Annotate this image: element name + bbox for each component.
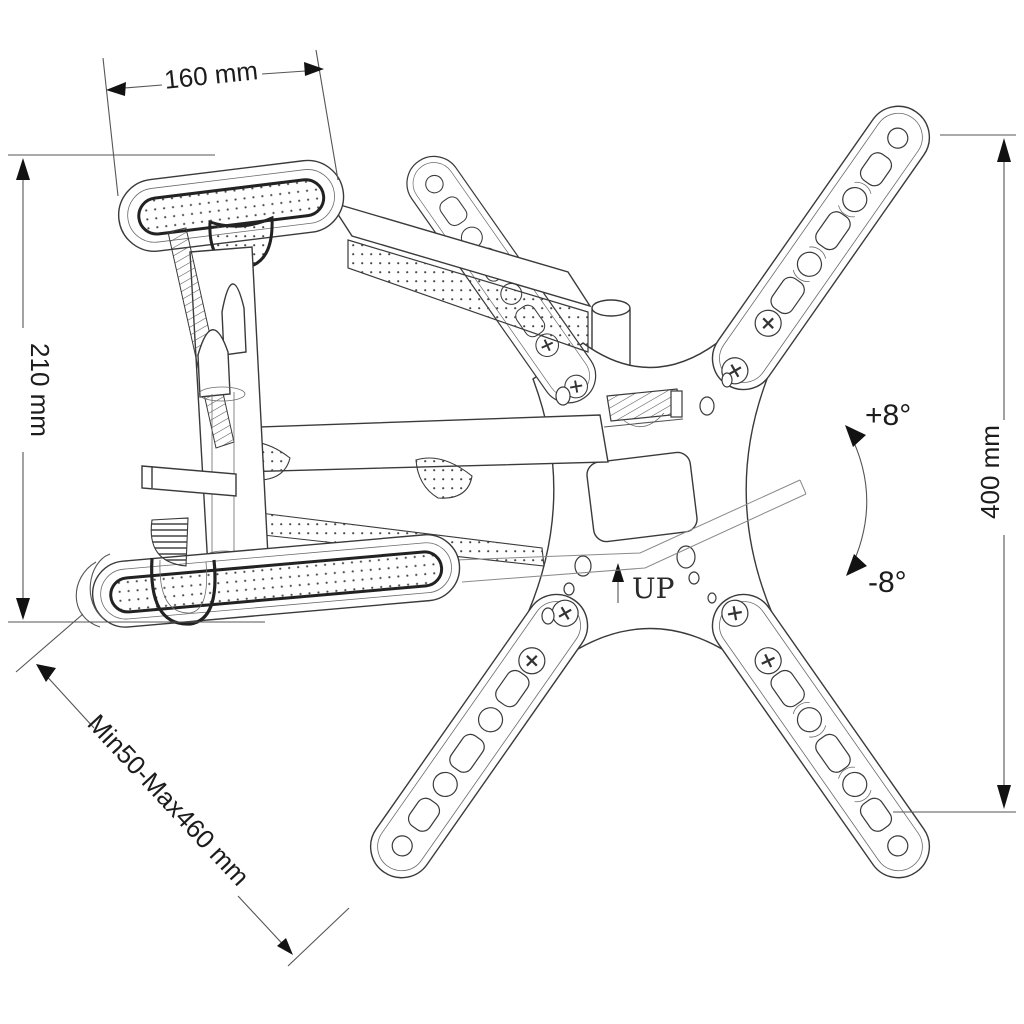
arm-column	[141, 227, 269, 569]
screw-icon	[754, 309, 782, 337]
upper-link-band	[347, 239, 589, 353]
swivel-hook	[75, 553, 111, 628]
dimension-arm-extension: Min50-Max460 mm	[15, 613, 350, 967]
plate-latch	[603, 388, 684, 428]
stripe-fan	[150, 517, 189, 567]
screw-icon	[754, 647, 782, 675]
tilt-arc	[848, 431, 868, 571]
dim-arrow-left-icon	[106, 82, 126, 96]
tilt-up-label: +8°	[865, 399, 911, 432]
tilt-arrow-up-icon	[845, 425, 866, 447]
dim-arrow-right-icon	[304, 62, 324, 76]
dim-right-height-label: 400 mm	[975, 425, 1005, 519]
dim-arrow-up-icon	[16, 158, 30, 180]
upper-link-top	[328, 200, 592, 308]
dim-top-width-label: 160 mm	[163, 55, 260, 95]
dim-arrow-downright-icon	[277, 938, 293, 955]
screw-icon	[721, 599, 749, 627]
tray-edge	[454, 479, 807, 583]
dim-arrow-down-icon	[16, 598, 30, 620]
tilt-down-label: -8°	[868, 566, 907, 599]
side-bracket	[141, 465, 237, 497]
bottom-cover	[91, 534, 461, 628]
annotation-tilt-range: +8° -8°	[845, 399, 911, 599]
pivot-strap	[150, 557, 217, 626]
up-arrow-icon	[612, 563, 624, 582]
dimension-right-height: 400 mm	[893, 134, 1016, 813]
screw-icon	[518, 647, 546, 675]
vesa-plate: UP	[369, 105, 931, 879]
wall-bracket	[75, 159, 461, 628]
plate-arm-bottom-left	[369, 593, 589, 879]
dim-arrow-upleft-icon	[36, 664, 56, 682]
dimension-left-height: 210 mm	[8, 154, 265, 623]
tilt-arrow-down-icon	[846, 554, 867, 576]
middle-link-pad	[415, 457, 473, 499]
dim-arm-extension-label: Min50-Max460 mm	[82, 708, 256, 891]
dim-arrow-down-icon	[997, 785, 1011, 809]
up-marker: UP	[612, 563, 674, 605]
plate-arm-top-right	[711, 105, 931, 391]
plate-arm-bottom-right	[711, 593, 931, 879]
plate-cutout	[586, 451, 698, 543]
dim-arrow-up-icon	[997, 138, 1011, 162]
dim-left-height-label: 210 mm	[25, 343, 55, 437]
up-label: UP	[632, 572, 674, 605]
